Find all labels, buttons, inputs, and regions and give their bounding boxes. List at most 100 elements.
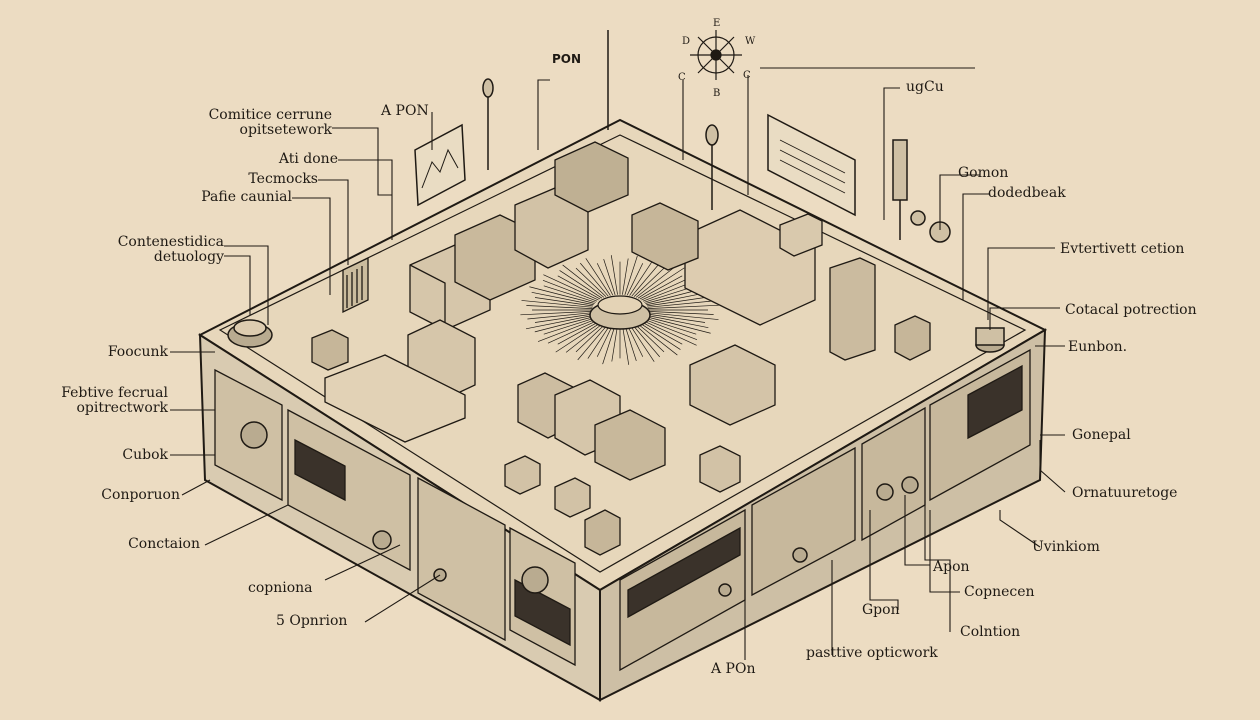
front-right-panels	[619, 348, 1031, 672]
fiber-ray	[585, 258, 611, 296]
antenna-tower	[342, 256, 369, 314]
compass-se-letter: C	[743, 70, 751, 81]
label-left-9: Conporuon	[101, 487, 180, 503]
splitter-top	[597, 295, 643, 315]
label-left-1: Comitice cerrune opitsetework	[208, 107, 332, 138]
fiber-ray	[557, 320, 601, 345]
label-bottom-2: 5 Opnrion	[276, 613, 348, 629]
knobs-right	[718, 476, 919, 597]
optical-splitter	[520, 255, 720, 365]
label-right-8: Uvinkiom	[1032, 539, 1100, 555]
box-mid-left	[324, 319, 666, 481]
fiber-ray	[646, 314, 709, 329]
fiber-ray	[626, 324, 644, 357]
fiber-ray	[531, 291, 594, 306]
fiber-ray	[635, 322, 678, 356]
fiber-ray	[527, 312, 593, 320]
display-2	[514, 578, 571, 647]
label-bottom-5: Gpon	[862, 602, 900, 618]
label-right-1: Gomon	[958, 165, 1009, 181]
fiber-ray	[555, 321, 603, 353]
antennas	[482, 30, 951, 243]
fiber-ray	[521, 300, 593, 308]
label-bottom-6: Colntion	[960, 624, 1021, 640]
fiber-ray	[646, 297, 706, 307]
gear-object	[227, 319, 273, 348]
fiber-ray	[534, 316, 595, 333]
fiber-ray	[633, 267, 665, 297]
fiber-ray	[577, 323, 609, 361]
box-left-cluster	[409, 141, 629, 331]
knob-2	[372, 530, 392, 550]
fiber-ray	[629, 261, 653, 296]
fiber-ray	[641, 319, 697, 346]
fiber-ray	[543, 274, 599, 301]
fiber-ray	[534, 297, 594, 307]
fiber-ray	[602, 325, 616, 365]
fiber-ray	[610, 255, 618, 295]
label-left-4: Pafie caunial	[201, 189, 292, 205]
label-bottom-7: Copnecen	[964, 584, 1035, 600]
fiber-ray	[635, 267, 675, 298]
fiber-ray	[647, 300, 713, 308]
fiber-ray	[537, 318, 598, 342]
fiber-ray	[629, 324, 655, 362]
panel-3	[417, 476, 506, 642]
label-right-3: Evtertivett cetion	[1060, 241, 1185, 257]
leader-lines	[170, 67, 1066, 660]
label-bottom-3: A POn	[711, 661, 756, 677]
fiber-ray	[534, 313, 594, 323]
label-right-2: dodedbeak	[988, 185, 1066, 201]
label-left-8: Cubok	[122, 447, 168, 463]
panel-2	[287, 408, 411, 572]
fiber-ray	[637, 321, 681, 350]
box-right-cluster	[631, 202, 931, 426]
fiber-ray	[637, 267, 685, 299]
label-left-5: Contenestidica detuology	[117, 234, 224, 265]
compass-rose	[690, 30, 742, 80]
fiber-ray	[622, 258, 629, 295]
monitors	[414, 113, 856, 217]
fiber-ray	[520, 310, 593, 316]
fiber-ray	[525, 314, 594, 330]
board-rim	[218, 134, 1027, 573]
label-bottom-1: copniona	[248, 580, 313, 596]
fiber-ray	[547, 319, 599, 344]
fiber-ray	[543, 317, 596, 335]
label-ugcu: ugCu	[906, 79, 944, 95]
fiber-ray	[639, 275, 683, 300]
fiber-ray	[542, 280, 598, 302]
display-4	[967, 364, 1023, 440]
fiber-ray	[565, 322, 605, 353]
fiber-ray	[526, 305, 593, 310]
fiber-ray	[580, 262, 609, 297]
fiber-ray	[611, 325, 618, 362]
label-right-6: Gonepal	[1072, 427, 1131, 443]
fiber-ray	[529, 286, 595, 304]
knob-1	[240, 421, 268, 449]
compass-east-letter: W	[745, 36, 756, 47]
label-left-7: Febtive fecrual opitrectwork	[61, 385, 168, 416]
label-top-pon: PON	[552, 52, 582, 66]
front-left-panels	[214, 368, 576, 667]
display-3	[627, 526, 741, 619]
label-right-4: Cotacal potrection	[1065, 302, 1197, 318]
fiber-ray	[575, 323, 607, 353]
fiber-ray	[603, 258, 616, 295]
fiber-ray	[633, 323, 665, 353]
fiber-ray	[562, 264, 605, 298]
fiber-ray	[647, 304, 720, 310]
fiber-ray	[639, 320, 683, 345]
right-canister	[975, 327, 1005, 353]
label-bottom-4: pasttive opticwork	[806, 645, 938, 661]
label-a-pon-top: A PON	[381, 103, 429, 119]
fiber-ray	[641, 276, 693, 301]
label-left-6: Foocunk	[107, 344, 168, 360]
monitor-right	[767, 113, 856, 217]
knob-4	[521, 566, 549, 594]
knobs-left	[240, 421, 549, 594]
fiber-ray	[644, 317, 697, 335]
fiber-ray	[559, 270, 603, 299]
label-left-2: Ati done	[278, 151, 338, 167]
fiber-ray	[631, 323, 660, 358]
